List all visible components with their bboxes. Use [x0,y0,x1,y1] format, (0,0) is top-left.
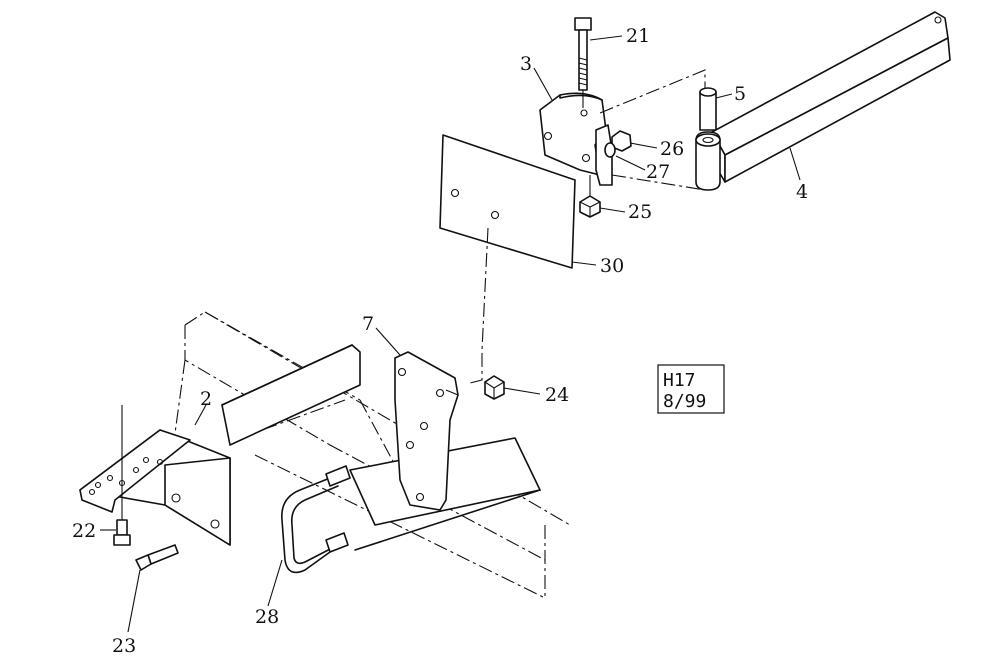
pivot-bracket-part-3 [539,92,613,186]
nut-part-25 [579,175,601,218]
callout-27: 27 [646,161,670,183]
revision-code: H17 [663,370,696,391]
bolt-part-21 [574,17,592,108]
small-bolt-part-22 [113,519,131,546]
nut-part-24 [484,375,505,400]
callout-26: 26 [660,138,684,160]
mounting-bracket-part-2 [79,405,231,546]
callout-7: 7 [362,313,374,335]
centre-line-30-24 [469,227,489,384]
callout-2: 2 [200,388,212,410]
callout-23: 23 [112,635,136,657]
callout-3: 3 [520,53,532,75]
spacer-sleeve-part-5 [699,87,717,131]
bolt-part-23 [135,544,179,571]
gasket-plate-part-30 [439,134,576,269]
vertical-plate-part-7 [394,351,459,511]
callout-30: 30 [600,255,624,277]
callout-24: 24 [545,384,569,406]
revision-box: H17 8/99 [657,364,725,414]
callout-4: 4 [796,181,808,203]
callout-28: 28 [255,606,279,628]
angle-rail-upper [221,344,361,446]
leader-lines [100,35,801,633]
washer-part-27 [604,142,616,158]
callout-21: 21 [626,25,650,47]
callout-labels: 21 3 5 26 27 4 25 30 7 24 2 22 28 23 [72,25,808,657]
alignment-line-upper [599,69,706,114]
arm-part-4 [695,11,951,191]
callout-25: 25 [628,201,652,223]
callout-5: 5 [734,83,746,105]
revision-date: 8/99 [663,391,706,412]
u-bolt-part-28 [281,465,351,574]
callout-22: 22 [72,520,96,542]
